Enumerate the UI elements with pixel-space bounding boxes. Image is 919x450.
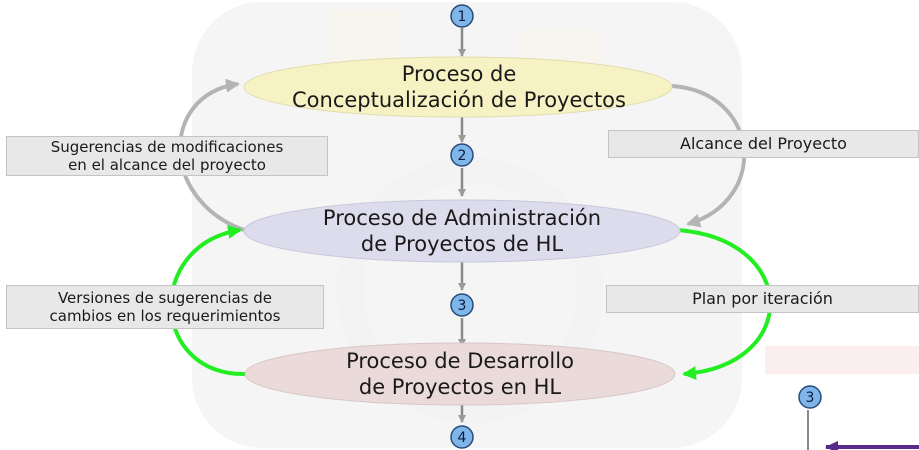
label-requirement-versions: Versiones de sugerencias de cambios en l… — [6, 285, 324, 329]
node-administration-line1: Proceso de Administración — [322, 205, 602, 230]
svg-text:3: 3 — [806, 390, 815, 406]
label-project-scope: Alcance del Proyecto — [608, 130, 919, 158]
suggestions-scope-line2: en el alcance del proyecto — [68, 156, 266, 174]
node-conceptualization-shape — [243, 56, 673, 118]
node-development-line2: de Proyectos en HL — [358, 375, 562, 399]
svg-text:2: 2 — [458, 148, 467, 164]
requirement-versions-line2: cambios en los requerimientos — [49, 307, 281, 325]
node-conceptualization-label: Proceso de Conceptualización de Proyecto… — [244, 57, 674, 117]
svg-text:1: 1 — [458, 9, 467, 25]
step-badge-3: 3 — [450, 293, 474, 317]
node-conceptualization-line1: Proceso de — [401, 61, 517, 86]
node-administration-label: Proceso de Administración de Proyectos d… — [244, 200, 680, 262]
svg-text:3: 3 — [458, 298, 467, 314]
node-development-label: Proceso de Desarrollo de Proyectos en HL — [245, 343, 675, 405]
project-scope-text: Alcance del Proyecto — [680, 134, 847, 154]
node-conceptualization-line2: Conceptualización de Proyectos — [292, 88, 626, 112]
node-administration-shape — [243, 199, 681, 263]
node-development-line1: Proceso de Desarrollo — [346, 348, 574, 373]
label-iteration-plan: Plan por iteración — [606, 285, 919, 313]
suggestions-scope-line1: Sugerencias de modificaciones — [50, 138, 284, 156]
step-badge-3-secondary: 3 — [798, 385, 822, 409]
node-administration-line2: de Proyectos de HL — [360, 232, 564, 256]
step-badge-4: 4 — [450, 425, 474, 449]
step-badge-1: 1 — [450, 4, 474, 28]
pink-strip — [765, 346, 919, 374]
node-development-shape — [244, 342, 676, 406]
label-suggestions-scope: Sugerencias de modificaciones en el alca… — [6, 136, 328, 176]
requirement-versions-line1: Versiones de sugerencias de — [57, 289, 273, 307]
svg-text:4: 4 — [458, 430, 467, 446]
step-badge-2: 2 — [450, 143, 474, 167]
iteration-plan-text: Plan por iteración — [692, 289, 833, 309]
